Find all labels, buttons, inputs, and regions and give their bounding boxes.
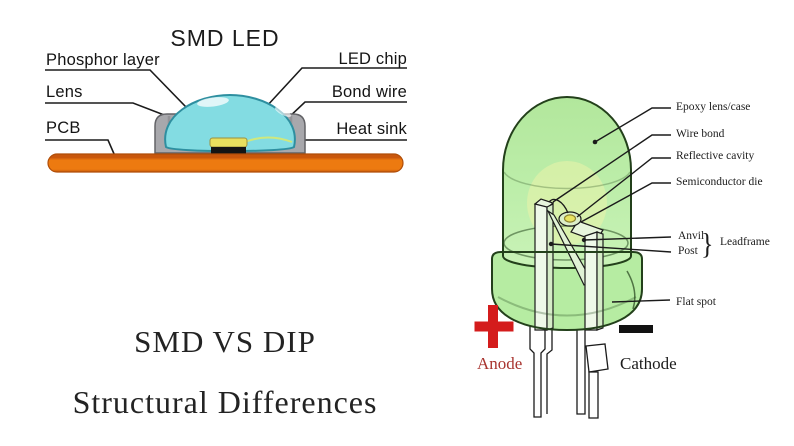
anode-lead xyxy=(529,322,546,418)
reflective-cavity-leader-line xyxy=(576,157,671,218)
lens-highlight xyxy=(197,97,229,107)
label-semiconductor-die: Semiconductor die xyxy=(676,176,763,188)
anode-lead-side xyxy=(544,323,553,414)
semiconductor-die-leader-line xyxy=(580,182,671,223)
cathode-lead-upper xyxy=(576,322,586,415)
label-pcb: PCB xyxy=(46,119,81,137)
anode-plus-icon xyxy=(474,305,514,348)
bond-wire xyxy=(244,136,293,143)
label-phosphor-layer: Phosphor layer xyxy=(46,51,160,69)
label-anvil: Anvil xyxy=(678,230,705,242)
flat-spot-facet xyxy=(626,270,636,310)
flange-bottom-shading xyxy=(497,296,637,317)
label-bond-wire: Bond wire xyxy=(331,83,407,101)
smd-title: SMD LED xyxy=(170,25,280,51)
dome-junction-arc xyxy=(503,171,631,190)
leadframe-brace: } xyxy=(701,227,714,261)
label-heat-sink: Heat sink xyxy=(336,120,407,138)
label-reflective-cavity: Reflective cavity xyxy=(676,150,755,162)
phosphor-layer xyxy=(209,137,248,148)
label-cathode: Cathode xyxy=(620,354,677,373)
flange-fill xyxy=(492,252,642,330)
label-leadframe: Leadframe xyxy=(720,236,770,248)
semiconductor-die-dot xyxy=(563,214,577,223)
heading-line1: SMD VS DIP xyxy=(134,324,316,359)
label-led-chip: LED chip xyxy=(338,50,407,68)
pcb-bar xyxy=(47,153,404,173)
anvil-leader-dot xyxy=(581,237,587,243)
cathode-lead-crimp xyxy=(585,343,609,373)
wire-bond-curve xyxy=(548,198,569,214)
label-flat-spot: Flat spot xyxy=(676,296,716,308)
label-wire-bond: Wire bond xyxy=(676,128,725,140)
heading-line2: Structural Differences xyxy=(72,384,378,420)
dip-leader-lines xyxy=(550,107,672,303)
epoxy-leader-line xyxy=(594,107,671,143)
label-post: Post xyxy=(678,245,698,257)
dip-leads xyxy=(529,322,609,419)
label-epoxy-lens-case: Epoxy lens/case xyxy=(676,101,751,113)
cathode-post-side xyxy=(596,231,604,331)
flange-outline xyxy=(491,251,643,332)
label-lens: Lens xyxy=(46,83,83,101)
anvil-post-side xyxy=(546,203,554,331)
wire-bond-leader-line xyxy=(552,134,671,203)
label-anode: Anode xyxy=(477,354,523,373)
lens-highlight-small xyxy=(274,107,292,117)
cathode-minus-icon xyxy=(619,325,653,333)
anvil-leader-line xyxy=(583,236,672,241)
epoxy-leader-dot xyxy=(592,139,598,145)
post-leader-dot xyxy=(548,241,554,247)
led-chip xyxy=(211,147,246,155)
dip-leadframe xyxy=(533,198,604,331)
post-leader-line xyxy=(550,243,672,253)
cathode-lead-lower xyxy=(588,371,599,419)
flat-spot-leader-line xyxy=(611,299,671,303)
